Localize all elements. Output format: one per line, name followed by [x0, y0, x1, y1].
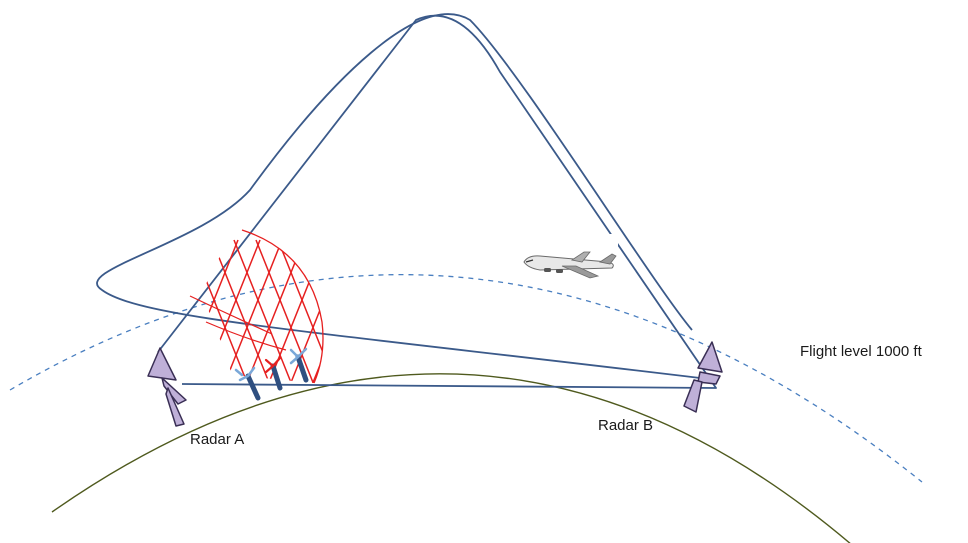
- earth-surface: [51, 373, 851, 543]
- radar-icon: [147, 347, 187, 427]
- radar-b-label: Radar B: [598, 417, 654, 434]
- flight-level-line: [9, 274, 923, 483]
- radar-b-beam: [96, 13, 701, 379]
- radar-a-label: Radar A: [190, 431, 245, 448]
- wind-turbine-icon: [264, 356, 283, 391]
- aircraft-icon: [516, 234, 618, 279]
- radar-a-beam: [157, 14, 717, 389]
- radar-icon: [683, 341, 723, 413]
- wind-turbine-icon: [234, 366, 261, 401]
- wind-turbine-icon: [289, 347, 309, 383]
- flight-level-label: Flight level 1000 ft: [800, 343, 922, 360]
